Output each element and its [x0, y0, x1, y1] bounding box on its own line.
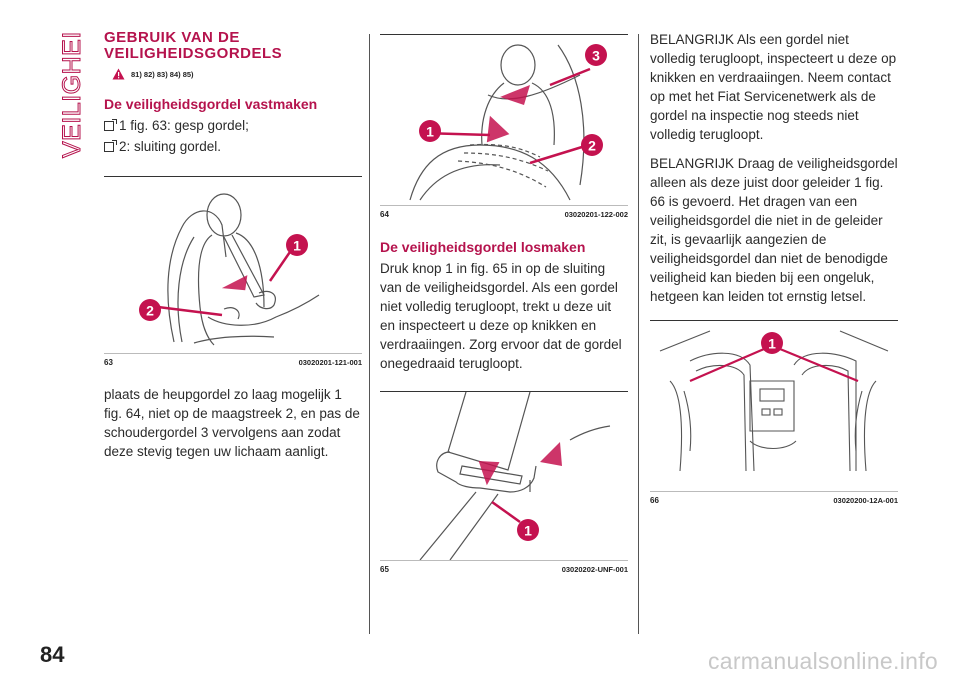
list-item: 1 fig. 63: gesp gordel; [104, 116, 362, 135]
warning-references: 81) 82) 83) 84) 85) [112, 68, 362, 80]
callout-2: 2 [146, 303, 154, 319]
column-2: 3 1 2 64 03020201-122-002 De veiligheids… [380, 30, 628, 574]
paragraph: Druk knop 1 in fig. 65 in op de sluiting… [380, 261, 622, 371]
paragraph: BELANGRIJK Als een gordel niet volledig … [650, 32, 897, 142]
figure-66: 1 66 03020200-12A-001 [650, 320, 898, 505]
figure-caption: 66 03020200-12A-001 [650, 491, 898, 505]
figure-caption: 64 03020201-122-002 [380, 205, 628, 219]
paragraph: BELANGRIJK Draag de veiligheidsgordel al… [650, 156, 898, 304]
bullet-icon [104, 118, 117, 131]
section-side-tab: VEILIGHEID [58, 12, 87, 160]
callout-1: 1 [426, 124, 434, 140]
belt-guide-illustration: 1 [659, 330, 889, 472]
figure-caption: 65 03020202-UNF-001 [380, 560, 628, 574]
lap-belt-position-illustration: 3 1 2 [409, 44, 607, 201]
figure-65: 1 65 03020202-UNF-001 [380, 391, 628, 574]
subheading: De veiligheidsgordel vastmaken [104, 96, 318, 112]
column-divider [369, 34, 370, 634]
buckle-release-illustration: 1 [419, 392, 611, 560]
warning-triangle-icon [112, 68, 125, 80]
figure-64: 3 1 2 64 03020201-122-002 [380, 34, 628, 219]
callout-3: 3 [592, 48, 600, 64]
callout-1: 1 [768, 336, 776, 352]
list-item: 2: sluiting gordel. [104, 137, 362, 156]
seatbelt-fasten-illustration: 1 2 [139, 193, 320, 346]
callout-1: 1 [524, 523, 532, 539]
watermark: carmanualsonline.info [707, 648, 938, 674]
figure-63: 1 2 63 03020201-121-001 [104, 176, 362, 367]
figure-caption: 63 03020201-121-001 [104, 353, 362, 367]
subheading: De veiligheidsgordel losmaken [380, 239, 586, 255]
bullet-icon [104, 139, 117, 152]
column-1: GEBRUIK VAN DE VEILIGHEIDSGORDELS 81) 82… [104, 30, 362, 461]
page-number: 84 [40, 642, 65, 667]
paragraph: plaats de heupgordel zo laag mogelijk 1 … [104, 387, 360, 459]
section-title: GEBRUIK VAN DE VEILIGHEIDSGORDELS [104, 29, 283, 62]
callout-1: 1 [293, 238, 301, 254]
callout-2: 2 [588, 138, 596, 154]
side-tab-label: VEILIGHEID [58, 30, 86, 158]
column-divider [638, 34, 639, 634]
column-3: BELANGRIJK Als een gordel niet volledig … [650, 30, 898, 505]
